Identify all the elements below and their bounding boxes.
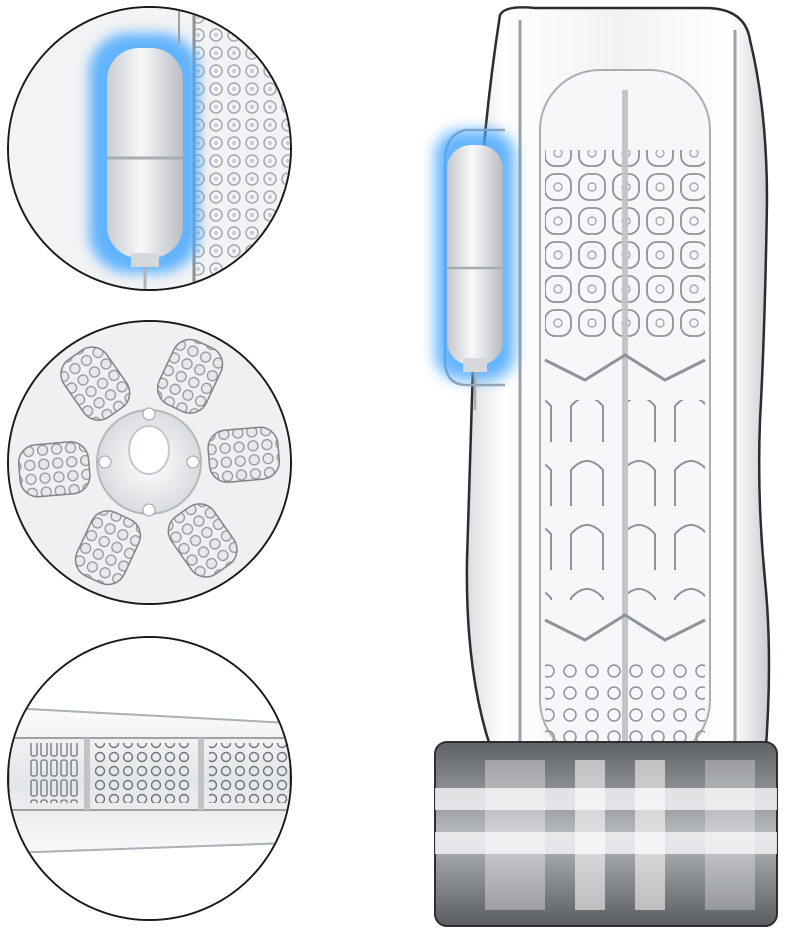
detail-circle-channel bbox=[7, 636, 292, 921]
entrance-illustration bbox=[9, 322, 290, 603]
detail-circle-entrance bbox=[7, 320, 292, 605]
sleeve-illustration bbox=[434, 6, 778, 927]
bullet-closeup-illustration bbox=[9, 8, 290, 289]
product-sleeve bbox=[405, 0, 789, 933]
detail-circle-bullet bbox=[7, 6, 292, 291]
channel-illustration bbox=[9, 638, 290, 919]
